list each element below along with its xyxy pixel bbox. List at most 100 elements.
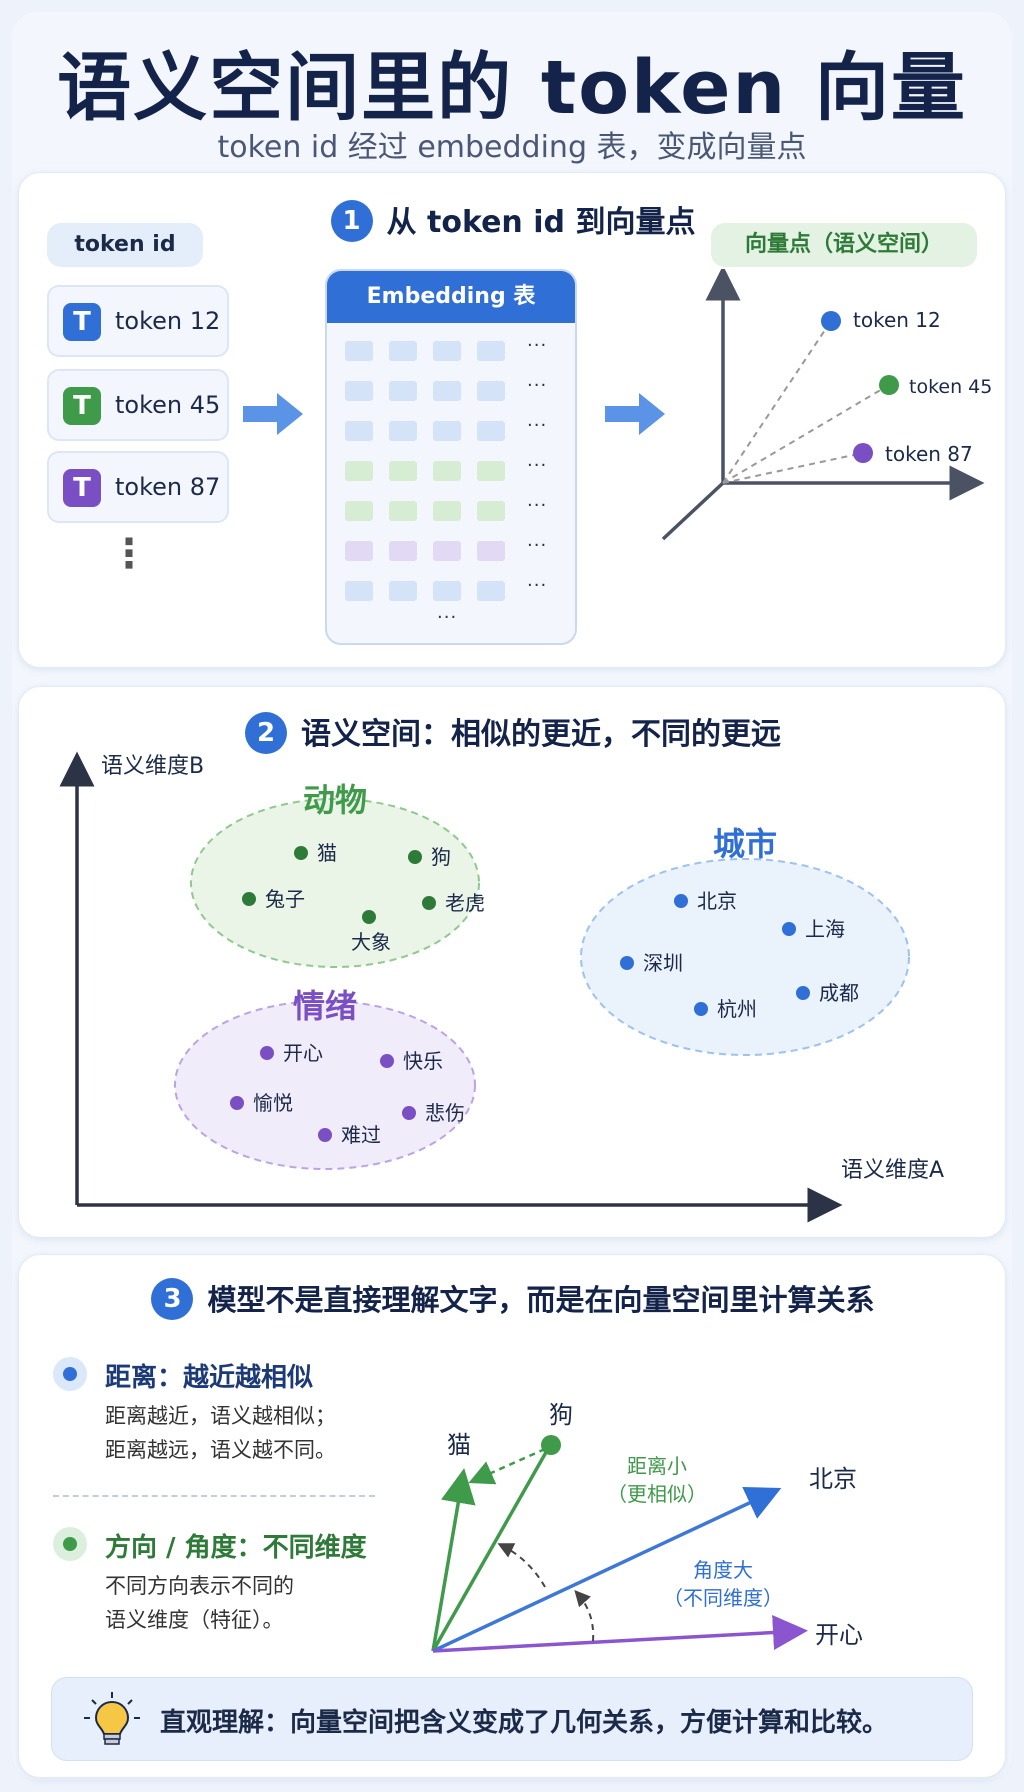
page-title: 语义空间里的 token 向量 [57, 45, 967, 131]
point-happy [260, 1046, 274, 1060]
embedding-cell [433, 381, 461, 401]
embedding-cell [477, 461, 505, 481]
word-pleased: 愉悦 [253, 1091, 293, 1115]
vector-label-12: token 12 [853, 308, 941, 332]
embedding-cell [389, 461, 417, 481]
word-happy: 开心 [283, 1041, 323, 1065]
vector-happy-label: 开心 [815, 1621, 863, 1649]
token-more-ellipsis: ⋮ [109, 531, 149, 577]
embedding-cell [389, 421, 417, 441]
distance-text-1: 距离越近，语义越相似； [105, 1404, 336, 1428]
vector-dog [431, 1446, 551, 1652]
page-subtitle: token id 经过 embedding 表，变成向量点 [217, 130, 807, 165]
word-sad: 悲伤 [425, 1101, 465, 1125]
point-tiger [422, 896, 436, 910]
section-1-title: 从 token id 到向量点 [386, 205, 696, 240]
section-3-number: 3 [151, 1278, 194, 1320]
point-rabbit [242, 892, 256, 906]
section-2-title: 语义空间：相似的更近，不同的更远 [301, 717, 781, 752]
embedding-more-ellipsis: ··· [437, 607, 458, 628]
word-tiger: 老虎 [445, 891, 485, 915]
token-card-45: T token 45 [47, 369, 229, 441]
axis-z [661, 481, 725, 541]
point-beijing [674, 894, 688, 908]
embedding-cell [477, 581, 505, 601]
vector-cat [431, 1468, 476, 1652]
embedding-row-ellipsis: ··· [527, 415, 548, 436]
embedding-cell [433, 501, 461, 521]
point-hangzhou [694, 1002, 708, 1016]
word-joyful: 快乐 [403, 1049, 443, 1073]
point-dog [408, 850, 422, 864]
token-id-label: token id [47, 223, 203, 267]
point-chengdu [796, 986, 810, 1000]
token-icon: T [63, 303, 101, 341]
distance-text-2: 距离越远，语义越不同。 [105, 1438, 336, 1462]
embedding-cell [345, 381, 373, 401]
embedding-cell [345, 421, 373, 441]
vector-point-87 [853, 443, 873, 463]
embedding-table-title: Embedding 表 [327, 271, 575, 323]
point-dog-vector [541, 1435, 561, 1455]
token-card-87: T token 87 [47, 451, 229, 523]
word-dog: 狗 [431, 845, 451, 869]
token-label: token 12 [115, 307, 221, 335]
vector-3d-axes: token 12 token 45 token 87 [661, 269, 992, 541]
cluster-emotions [174, 1000, 476, 1170]
vector-label-87: token 87 [885, 442, 973, 466]
vector-label-45: token 45 [909, 376, 992, 398]
embedding-cell [345, 501, 373, 521]
embedding-cell [389, 381, 417, 401]
direction-title: 方向 / 角度：不同维度 [105, 1533, 367, 1563]
cluster-cities-label: 城市 [713, 825, 777, 863]
embedding-row-ellipsis: ··· [527, 495, 548, 516]
vector-point-45 [879, 375, 899, 395]
embedding-cell [477, 541, 505, 561]
embedding-cell [433, 421, 461, 441]
word-elephant: 大象 [351, 930, 391, 954]
embedding-cell [433, 461, 461, 481]
distance-bullet-icon [53, 1357, 87, 1391]
embedding-row-ellipsis: ··· [527, 575, 548, 596]
vector-cat-label: 猫 [447, 1431, 471, 1459]
point-pleased [230, 1096, 244, 1110]
embedding-cell [477, 501, 505, 521]
vector-beijing [432, 1487, 782, 1653]
token-icon: T [63, 469, 101, 507]
distance-dog-cat [468, 1447, 546, 1485]
direction-text-1: 不同方向表示不同的 [105, 1574, 294, 1598]
embedding-cell [433, 341, 461, 361]
point-elephant [362, 910, 376, 924]
word-rabbit: 兔子 [265, 887, 305, 911]
embedding-cell [433, 541, 461, 561]
word-shanghai: 上海 [805, 917, 845, 941]
embedding-cell [345, 341, 373, 361]
point-joyful [380, 1054, 394, 1068]
word-upset: 难过 [341, 1123, 381, 1147]
point-shanghai [782, 922, 796, 936]
big-angle-label: 角度大 [693, 1558, 753, 1582]
word-shenzhen: 深圳 [643, 951, 683, 975]
big-angle-note: （不同维度） [663, 1586, 783, 1610]
vector-space-label: 向量点（语义空间） [711, 223, 977, 267]
arrow-right-icon [243, 393, 303, 435]
vector-dog-label: 狗 [549, 1401, 573, 1429]
vector-line-12 [722, 320, 832, 484]
cluster-animals-label: 动物 [303, 781, 367, 819]
distance-title: 距离：越近越相似 [105, 1363, 314, 1393]
vector-relation-diagram: 猫 狗 北京 开心 距离小 （更相似） 角度大 （不同维度） [431, 1401, 863, 1653]
word-beijing: 北京 [697, 889, 737, 913]
vector-beijing-label: 北京 [809, 1465, 857, 1493]
embedding-cell [477, 341, 505, 361]
lightbulb-icon [84, 1692, 140, 1745]
tip-text: 直观理解：向量空间把含义变成了几何关系，方便计算和比较。 [160, 1708, 889, 1738]
angle-arc-small [497, 1543, 546, 1588]
vector-happy [432, 1615, 808, 1653]
embedding-row-ellipsis: ··· [527, 455, 548, 476]
embedding-cell [477, 421, 505, 441]
small-distance-note: （更相似） [607, 1482, 707, 1506]
